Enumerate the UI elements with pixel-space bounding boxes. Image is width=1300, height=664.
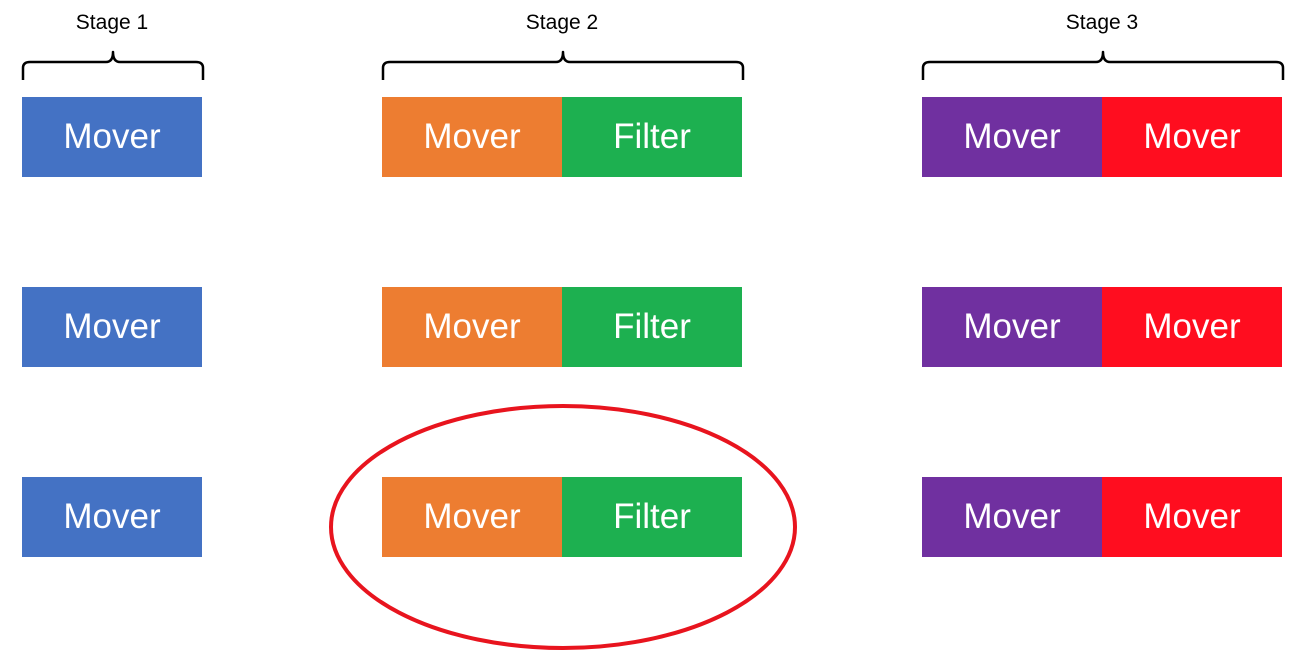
stage-3-mover-block-left: Mover <box>922 97 1102 177</box>
stage-3-label: Stage 3 <box>1065 11 1139 34</box>
stage-1-mover-block: Mover <box>22 97 202 177</box>
stage-2-mover-block: Mover <box>382 477 562 557</box>
stage-1-brace <box>21 50 205 80</box>
stage-3-mover-block-right: Mover <box>1102 97 1282 177</box>
stage-1-mover-block: Mover <box>22 477 202 557</box>
stage-1-mover-block: Mover <box>22 287 202 367</box>
stage-3-mover-block-left: Mover <box>922 287 1102 367</box>
stage-2-label: Stage 2 <box>525 11 599 34</box>
stage-2-brace <box>381 50 745 80</box>
stage-3-brace <box>921 50 1285 80</box>
stage-1-label: Stage 1 <box>75 11 149 34</box>
stage-2-filter-block: Filter <box>562 477 742 557</box>
stage-3-mover-block-left: Mover <box>922 477 1102 557</box>
stage-2-filter-block: Filter <box>562 97 742 177</box>
stage-3-mover-block-right: Mover <box>1102 477 1282 557</box>
stage-2-mover-block: Mover <box>382 97 562 177</box>
stage-3-mover-block-right: Mover <box>1102 287 1282 367</box>
stage-2-filter-block: Filter <box>562 287 742 367</box>
stage-2-mover-block: Mover <box>382 287 562 367</box>
